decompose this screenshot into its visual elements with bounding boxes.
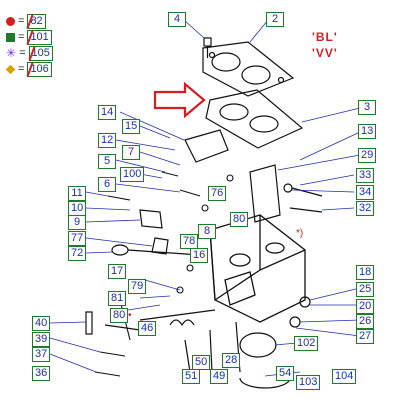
part-callout-5[interactable]: 5 <box>98 154 116 169</box>
legend-row-green: = 101 <box>6 29 52 45</box>
yellow-diamond-icon <box>5 64 16 74</box>
part-callout-36[interactable]: 36 <box>32 366 51 381</box>
legend-row-yellow: = 106 <box>5 61 52 77</box>
part-callout-27[interactable]: 27 <box>356 329 375 344</box>
throttle-linkage <box>139 309 241 373</box>
part-callout-76[interactable]: 76 <box>208 186 227 201</box>
legend-row-purple: ✳ = 105 <box>6 45 53 61</box>
part-callout-2[interactable]: 2 <box>266 12 284 27</box>
part-callout-72[interactable]: 72 <box>68 246 87 261</box>
part-callout-16[interactable]: 16 <box>190 248 209 263</box>
side-fittings <box>239 164 323 389</box>
part-callout-78[interactable]: 78 <box>180 234 199 249</box>
part-callout-80[interactable]: 80 <box>230 212 249 227</box>
part-callout-17[interactable]: 17 <box>108 264 127 279</box>
part-callout-104[interactable]: 104 <box>332 369 357 384</box>
part-callout-32[interactable]: 32 <box>356 201 375 216</box>
float-assembly <box>85 129 229 335</box>
variant-label-bl: 'BL' <box>312 30 338 44</box>
part-callout-12[interactable]: 12 <box>98 133 117 148</box>
part-callout-29[interactable]: 29 <box>358 148 377 163</box>
part-callout-33[interactable]: 33 <box>356 168 375 183</box>
part-callout-54[interactable]: 54 <box>276 366 295 381</box>
part-callout-26[interactable]: 26 <box>356 314 375 329</box>
part-callout-10[interactable]: 10 <box>68 201 87 216</box>
part-callout-102[interactable]: 102 <box>294 336 319 351</box>
legend-row-red: = 82 <box>6 13 46 29</box>
part-callout-80b[interactable]: 80 <box>110 308 129 323</box>
legend-code[interactable]: 105 <box>28 45 53 61</box>
part-callout-100[interactable]: 100 <box>120 167 145 182</box>
part-callout-37[interactable]: 37 <box>32 347 51 362</box>
part-callout-51[interactable]: 51 <box>182 369 201 384</box>
part-callout-40[interactable]: 40 <box>32 316 51 331</box>
part-callout-4[interactable]: 4 <box>168 12 186 27</box>
part-callout-13[interactable]: 13 <box>358 124 377 139</box>
green-square-icon <box>6 32 15 42</box>
part-callout-8[interactable]: 8 <box>198 224 216 239</box>
part-callout-50[interactable]: 50 <box>192 355 211 370</box>
part-callout-18[interactable]: 18 <box>356 265 375 280</box>
part-callout-15[interactable]: 15 <box>122 119 141 134</box>
part-callout-7[interactable]: 7 <box>122 145 140 160</box>
equals-sign: = <box>18 15 25 27</box>
gasket <box>205 89 304 149</box>
part-callout-3[interactable]: 3 <box>358 100 376 115</box>
equals-sign: = <box>19 47 26 59</box>
part-callout-9[interactable]: 9 <box>68 215 86 230</box>
direction-arrow <box>153 81 206 119</box>
part-callout-6[interactable]: 6 <box>98 177 116 192</box>
asterisk-marker: *) <box>296 228 303 239</box>
legend-code[interactable]: 106 <box>27 61 52 77</box>
legend-code[interactable]: 82 <box>27 13 46 29</box>
part-callout-11[interactable]: 11 <box>68 186 86 201</box>
red-dot-icon <box>6 16 15 26</box>
flange-plate <box>202 41 295 97</box>
part-callout-39[interactable]: 39 <box>32 332 51 347</box>
equals-sign: = <box>18 31 25 43</box>
part-callout-81[interactable]: 81 <box>108 291 127 306</box>
legend-code[interactable]: 101 <box>27 29 52 45</box>
part-callout-20[interactable]: 20 <box>356 299 375 314</box>
part-callout-49[interactable]: 49 <box>210 369 229 384</box>
small-screws <box>94 171 234 377</box>
part-callout-34[interactable]: 34 <box>356 185 375 200</box>
part-callout-25[interactable]: 25 <box>356 282 375 297</box>
part-callout-46[interactable]: 46 <box>138 321 157 336</box>
part-callout-77[interactable]: 77 <box>68 231 87 246</box>
screw <box>203 37 212 58</box>
carburetor-body <box>209 214 306 323</box>
purple-star-icon: ✳ <box>6 45 17 60</box>
part-callout-28[interactable]: 28 <box>222 353 241 368</box>
variant-label-vv: 'VV' <box>312 46 338 60</box>
equals-sign: = <box>18 63 25 75</box>
part-callout-103[interactable]: 103 <box>296 375 321 390</box>
red-dot-marker: • <box>128 310 132 321</box>
part-callout-79[interactable]: 79 <box>128 279 147 294</box>
part-callout-14[interactable]: 14 <box>98 105 117 120</box>
